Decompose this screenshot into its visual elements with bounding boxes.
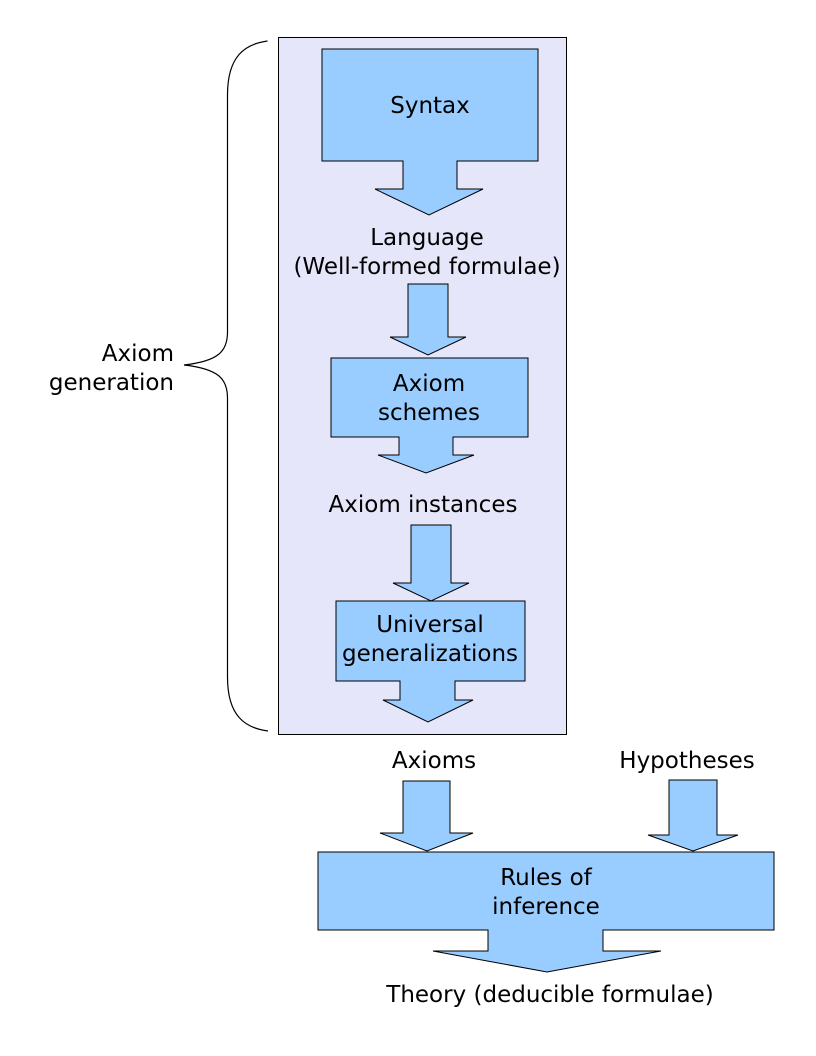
label-line: Axiom (101, 341, 174, 367)
rules-of-inference-node-shape (317, 851, 775, 973)
syntax-label: Syntax (390, 93, 470, 119)
axiom-schemes-node-shape (330, 357, 529, 474)
label-line: (Well-formed formulae) (293, 254, 561, 280)
syntax-node-shape (321, 48, 539, 216)
label-line: Rules of (500, 865, 592, 891)
rules-of-inference-label: Rules of inference (492, 864, 600, 922)
label-line: Universal (376, 612, 484, 638)
instances-to-generalizations-arrow (392, 524, 470, 602)
axioms-arrow (379, 780, 474, 852)
label-line: generalizations (341, 641, 519, 667)
language-label: Language (Well-formed formulae) (293, 224, 560, 282)
axiom-instances-label: Axiom instances (328, 492, 518, 518)
universal-generalizations-label: Universal generalizations (342, 611, 518, 669)
axiom-schemes-label: Axiom schemes (378, 370, 480, 428)
theory-label: Theory (deducible formulae) (386, 982, 714, 1008)
label-line: inference (492, 894, 600, 920)
label-line: generation (48, 370, 174, 396)
label-line: schemes (378, 400, 480, 426)
hypotheses-arrow (647, 779, 739, 852)
language-to-schemes-arrow (389, 283, 467, 356)
brace (183, 40, 269, 732)
label-line: Axiom (392, 371, 466, 397)
axioms-label: Axioms (391, 748, 477, 774)
label-line: Language (370, 225, 484, 251)
universal-generalizations-node-shape (335, 600, 526, 723)
hypotheses-label: Hypotheses (619, 748, 755, 774)
axiom-generation-label: Axiom generation (49, 340, 174, 398)
